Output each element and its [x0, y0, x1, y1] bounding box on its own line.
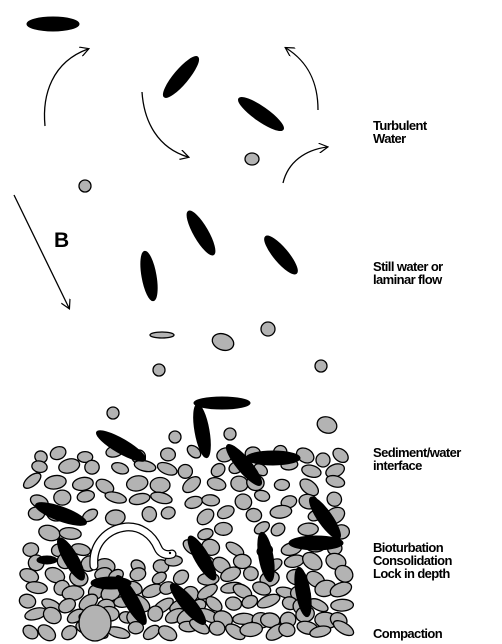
clay-flake — [194, 397, 250, 409]
suspended-grain — [150, 332, 174, 338]
suspended-grain — [210, 331, 236, 354]
sediment-grain — [245, 507, 262, 522]
suspended-grain — [261, 322, 275, 336]
suspended-grain — [107, 407, 119, 419]
sediment-grain — [274, 479, 289, 491]
sediment-grain — [214, 522, 232, 535]
sediment-grain — [224, 596, 242, 612]
clay-flake — [289, 536, 343, 550]
suspended-grains — [79, 153, 339, 467]
suspended-grain — [316, 453, 330, 467]
curved-arrow — [286, 48, 318, 110]
sediment-grain — [184, 494, 204, 510]
sediment-grain — [160, 505, 177, 520]
sediment-grain — [269, 504, 292, 519]
suspended-grain — [153, 364, 165, 376]
sediment-grain — [25, 580, 48, 595]
clay-flake — [235, 93, 287, 135]
clay-flake — [37, 556, 57, 564]
sediment-grain — [20, 623, 40, 642]
label-line: Water — [373, 132, 427, 145]
sediment-grain — [43, 474, 67, 491]
curved-arrow — [142, 92, 188, 157]
label-line: Lock in depth — [373, 567, 452, 580]
sediment-grain — [330, 446, 351, 466]
label-compaction: Compaction — [373, 627, 442, 640]
label-line: laminar flow — [373, 273, 443, 286]
curved-arrow — [44, 49, 88, 126]
suspended-grain — [169, 431, 181, 443]
label-processes: Bioturbation Consolidation Lock in depth — [373, 541, 452, 580]
sediment-grain — [140, 505, 158, 523]
sediment-grain — [21, 470, 43, 491]
sediment-grain — [201, 494, 220, 507]
clay-flake — [159, 53, 203, 102]
sediment-grain — [156, 623, 179, 644]
sediment-grain — [48, 444, 67, 461]
curved-arrow — [283, 147, 327, 183]
sediment-grain — [79, 605, 111, 641]
sediment-grain — [54, 490, 71, 505]
suspended-grain — [315, 360, 327, 372]
clay-flake — [93, 426, 148, 466]
clay-flake — [91, 577, 131, 589]
suspended-grain — [245, 153, 259, 165]
sediment-grain — [104, 490, 128, 505]
worm-eye — [169, 552, 171, 554]
clay-flake — [27, 17, 79, 31]
suspended-grain — [315, 414, 339, 436]
sediment-grain — [194, 506, 217, 528]
sediment-grain — [298, 523, 319, 536]
sediment-grain — [150, 490, 174, 505]
sediment-grain — [125, 474, 149, 493]
clay-flake — [138, 250, 160, 302]
sediment-grain — [206, 476, 227, 493]
sediment-grain — [331, 599, 354, 612]
sediment-grain — [72, 476, 95, 492]
sediment-grain — [215, 503, 236, 521]
clay-flake — [182, 208, 219, 258]
sediment-grain — [18, 593, 37, 610]
clay-flake — [246, 451, 300, 465]
sediment-grain — [269, 521, 288, 539]
label-turbulent-water: Turbulent Water — [373, 119, 427, 145]
sediment-grain — [209, 461, 228, 480]
sediment-grain — [128, 492, 151, 506]
sediment-grain — [76, 489, 95, 504]
suspended-grain — [224, 428, 236, 440]
sediment-grain — [178, 464, 192, 478]
sediment-grain — [324, 489, 344, 509]
suspended-grain — [79, 180, 91, 192]
sediment-grain — [160, 447, 176, 462]
sediment-grain — [110, 461, 130, 476]
sediment-grain — [150, 478, 170, 493]
label-sediment-interface: Sediment/water interface — [373, 446, 461, 472]
sediment-grain — [35, 622, 58, 644]
sediment-grain — [156, 460, 179, 478]
clay-flake — [260, 232, 302, 278]
label-still-water: Still water or laminar flow — [373, 260, 443, 286]
label-line: interface — [373, 459, 461, 472]
arrow-label-b: B — [54, 229, 69, 253]
